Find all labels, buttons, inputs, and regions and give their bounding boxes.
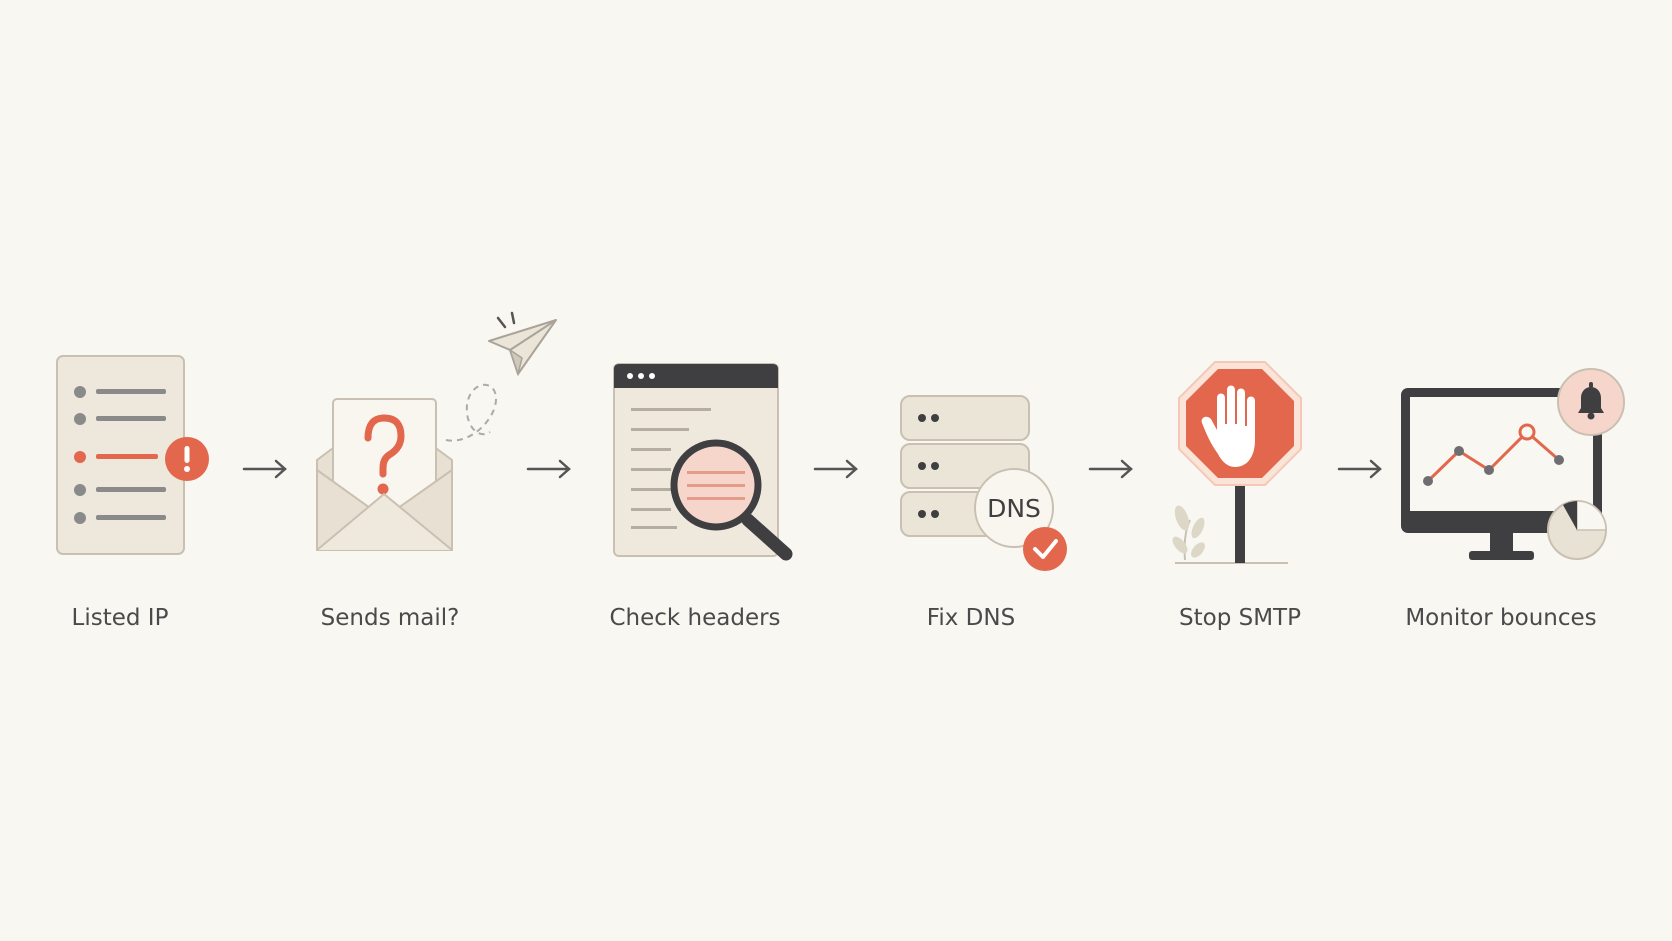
arrow-icon bbox=[526, 459, 571, 479]
arrow-icon bbox=[1337, 459, 1382, 479]
step-label-stop-smtp: Stop SMTP bbox=[1179, 605, 1301, 631]
dns-badge-text: DNS bbox=[987, 494, 1041, 523]
stop-sign-hand-icon bbox=[1172, 361, 1302, 564]
step-label-fix-dns: Fix DNS bbox=[926, 605, 1016, 631]
step-label-sends-mail: Sends mail? bbox=[320, 605, 460, 631]
monitor-chart-bell-icon bbox=[1401, 368, 1625, 560]
step-label-monitor-bounces: Monitor bounces bbox=[1405, 605, 1597, 631]
ip-list-warning-icon bbox=[56, 355, 209, 555]
step-label-check-headers: Check headers bbox=[609, 605, 781, 631]
step-label-listed-ip: Listed IP bbox=[71, 605, 169, 631]
envelope-question-icon bbox=[316, 311, 557, 551]
header-magnifier-icon bbox=[613, 363, 793, 561]
arrow-icon bbox=[1088, 459, 1133, 479]
dns-server-check-icon: DNS bbox=[900, 395, 1067, 571]
arrow-icon bbox=[242, 459, 287, 479]
arrow-icon bbox=[813, 459, 858, 479]
